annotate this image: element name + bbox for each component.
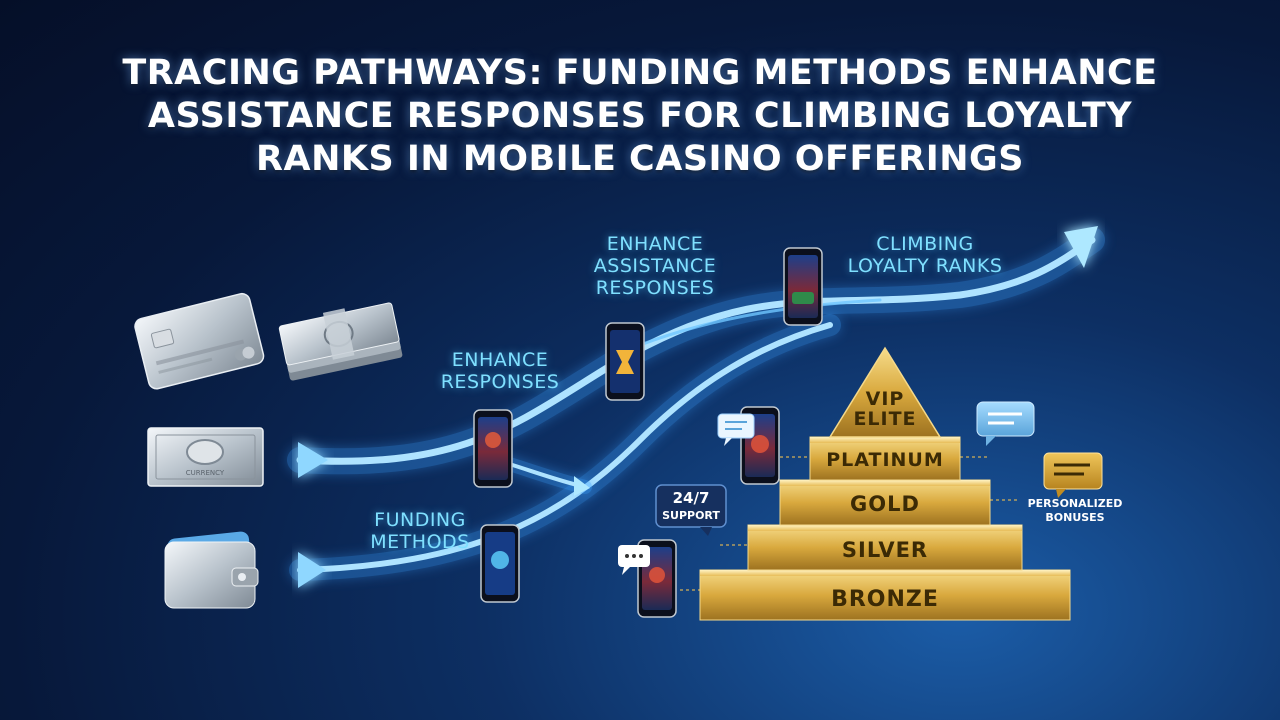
wallet-icon — [164, 531, 259, 609]
stream-upper — [638, 298, 882, 347]
stream-lower — [297, 322, 833, 573]
label-climbing-loyalty: CLIMBING LOYALTY RANKS — [847, 233, 1003, 277]
credit-card-icon — [134, 292, 265, 390]
tier-silver: SILVER — [842, 538, 928, 562]
support-number: 24/7 — [673, 489, 710, 507]
label-enhance-assistance: ENHANCE ASSISTANCE RESPONSES — [593, 233, 717, 299]
bonuses-label-line1: PERSONALIZED — [1028, 497, 1123, 510]
loyalty-pyramid: BRONZE SILVER GOLD PLATINUM VIP ELITE — [699, 346, 1071, 621]
tier-platinum: PLATINUM — [826, 449, 944, 471]
support-badge: 24/7 SUPPORT — [655, 484, 727, 536]
support-label: SUPPORT — [662, 509, 720, 522]
banknote-icon: CURRENCY — [147, 427, 264, 487]
cash-stack-icon — [278, 302, 403, 381]
arrow-icon — [298, 442, 328, 478]
banknote-text: CURRENCY — [186, 469, 225, 477]
arrow-icon — [298, 552, 326, 588]
label-enhance-responses: ENHANCE RESPONSES — [440, 349, 560, 393]
arrow-icon — [1064, 226, 1098, 268]
tier-vip: VIP — [866, 388, 905, 410]
label-funding-methods: FUNDING METHODS — [370, 509, 470, 553]
smartphone-icon — [605, 322, 645, 401]
tier-bronze: BRONZE — [831, 587, 939, 612]
arrow-icon — [574, 476, 590, 496]
tier-gold: GOLD — [850, 492, 920, 516]
chat-bubble-icon — [717, 413, 755, 446]
page-title: TRACING PATHWAYS: FUNDING METHODS ENHANC… — [122, 53, 1158, 179]
bonus-chat-icon — [1043, 452, 1103, 498]
tier-elite: ELITE — [853, 408, 916, 430]
chat-bubble-icon — [976, 401, 1035, 446]
smartphone-icon — [480, 524, 520, 603]
smartphone-icon — [783, 247, 823, 326]
smartphone-icon — [473, 409, 513, 488]
bonuses-label-line2: BONUSES — [1045, 511, 1104, 524]
chat-bubble-icon — [618, 545, 650, 575]
